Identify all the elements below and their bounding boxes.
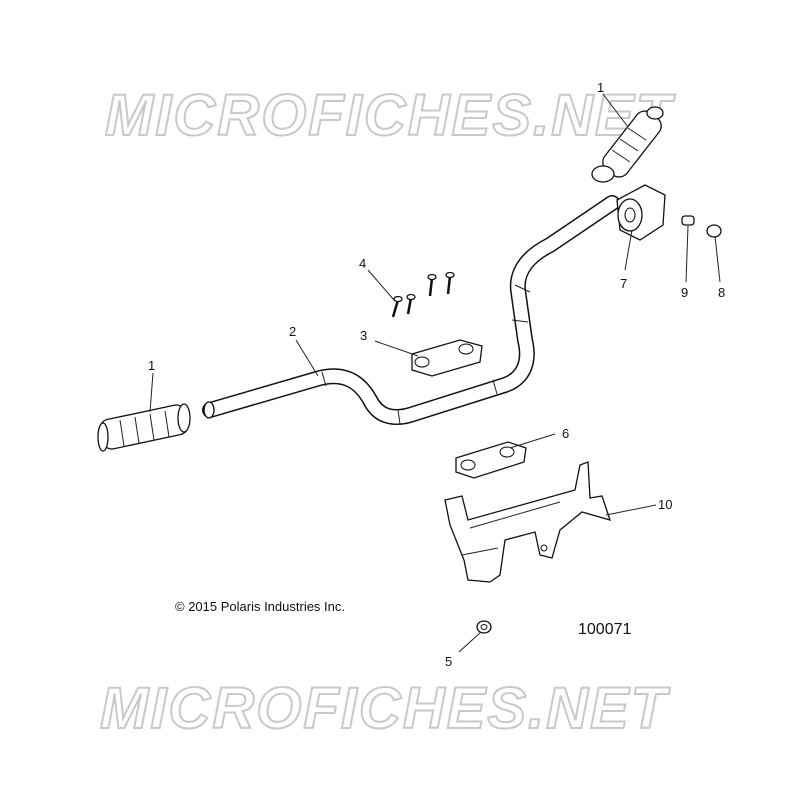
callout-4-screws: 4 <box>359 256 366 271</box>
upper-clamp <box>411 339 483 377</box>
nut <box>476 620 492 634</box>
throttle-housing <box>616 184 666 241</box>
handlebar <box>202 195 620 426</box>
callout-6-lower-clamp: 6 <box>562 426 569 441</box>
callout-1-right-grip: 1 <box>597 80 604 95</box>
watermark-bottom: MICROFICHES.NET <box>100 676 671 741</box>
mounting-bracket <box>444 461 612 583</box>
figure-number: 100071 <box>578 621 631 638</box>
callout-1-left-grip: 1 <box>148 358 155 373</box>
copyright-notice: © 2015 Polaris Industries Inc. <box>175 599 345 614</box>
callout-8-plug: 8 <box>718 285 725 300</box>
right-grip <box>591 106 664 183</box>
left-grip <box>97 403 191 452</box>
callout-2-handlebar: 2 <box>289 324 296 339</box>
watermark-top: MICROFICHES.NET <box>105 83 676 148</box>
leader-lines <box>149 93 721 653</box>
callout-10-bracket: 10 <box>658 497 672 512</box>
screws <box>391 271 455 318</box>
lower-clamp <box>455 441 527 479</box>
callout-5-nut: 5 <box>445 654 452 669</box>
callout-9-plug: 9 <box>681 285 688 300</box>
callout-7-housing: 7 <box>620 276 627 291</box>
callout-3-upper-clamp: 3 <box>360 328 367 343</box>
plug-8 <box>706 224 722 238</box>
plug-9 <box>681 215 695 226</box>
